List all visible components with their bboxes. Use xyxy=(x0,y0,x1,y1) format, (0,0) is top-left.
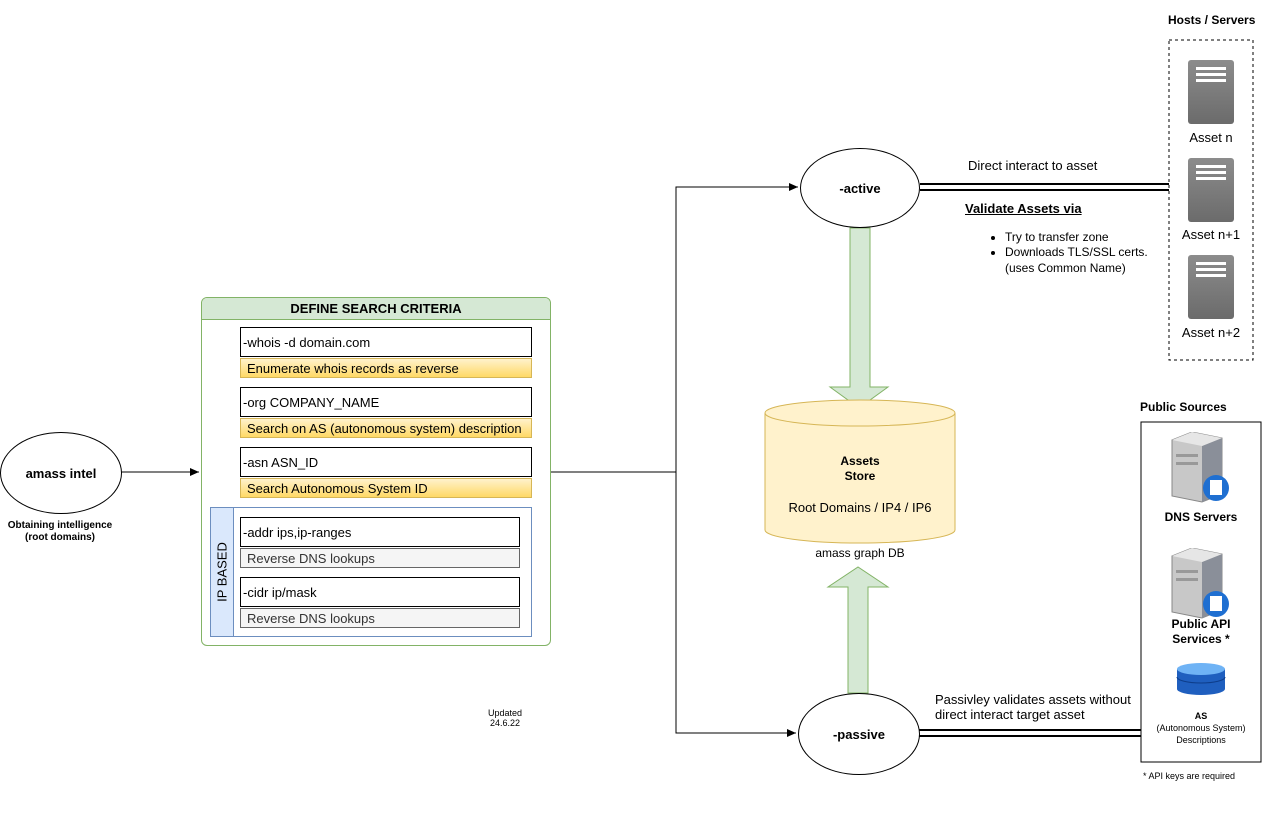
server-icon xyxy=(1188,60,1234,124)
as-description: (Autonomous System) Descriptions xyxy=(1156,723,1246,745)
validate-assets-list: Try to transfer zone Downloads TLS/SSL c… xyxy=(975,230,1148,260)
validate-assets-title: Validate Assets via xyxy=(965,201,1082,216)
addr-description: Reverse DNS lookups xyxy=(240,548,520,568)
arrow-criteria-to-passive xyxy=(675,472,796,737)
active-node: -active xyxy=(800,148,920,228)
search-criteria-title: DEFINE SEARCH CRITERIA xyxy=(202,298,550,320)
cidr-command: -cidr ip/mask xyxy=(240,577,520,607)
asset-label: Asset n+2 xyxy=(1181,325,1241,340)
passive-sources-link xyxy=(918,729,1141,737)
passive-label: -passive xyxy=(832,726,886,742)
ip-based-label: IP BASED xyxy=(210,507,234,637)
green-arrow-up xyxy=(826,566,890,694)
active-label: -active xyxy=(839,180,881,196)
validate-item: Downloads TLS/SSL certs. xyxy=(1005,245,1148,260)
as-title: AS xyxy=(1194,711,1208,721)
asn-command: -asn ASN_ID xyxy=(240,447,532,477)
assets-store-title: Assets Store xyxy=(840,454,880,483)
cidr-description: Reverse DNS lookups xyxy=(240,608,520,628)
server-icon xyxy=(1188,255,1234,319)
green-arrow-down xyxy=(828,227,890,409)
updated-note: Updated 24.6.22 xyxy=(487,708,523,728)
assets-store-caption: amass graph DB xyxy=(815,546,905,560)
assets-store-cylinder xyxy=(764,399,956,544)
validate-note: (uses Common Name) xyxy=(1005,261,1126,275)
asset-label: Asset n xyxy=(1189,130,1233,145)
passive-link-label: Passivley validates assets without direc… xyxy=(935,692,1131,722)
public-sources-title: Public Sources xyxy=(1140,400,1227,414)
api-server-icon xyxy=(1171,548,1229,619)
asn-description: Search Autonomous System ID xyxy=(240,478,532,498)
asset-label: Asset n+1 xyxy=(1181,227,1241,242)
start-caption: Obtaining intelligence (root domains) xyxy=(7,520,113,543)
dns-servers-label: DNS Servers xyxy=(1164,510,1238,524)
validate-item: Try to transfer zone xyxy=(1005,230,1148,245)
whois-command: -whois -d domain.com xyxy=(240,327,532,357)
amass-intel-label: amass intel xyxy=(25,465,97,481)
database-icon xyxy=(1176,663,1226,695)
dns-server-icon xyxy=(1171,432,1229,503)
arrow-criteria-to-active xyxy=(551,183,798,473)
hosts-container xyxy=(1168,39,1254,361)
public-api-label: Public API Services * xyxy=(1171,617,1231,646)
api-keys-footnote: * API keys are required xyxy=(1143,771,1236,781)
passive-node: -passive xyxy=(798,693,920,775)
active-hosts-link xyxy=(920,183,1169,191)
org-command: -org COMPANY_NAME xyxy=(240,387,532,417)
addr-command: -addr ips,ip-ranges xyxy=(240,517,520,547)
public-sources-container xyxy=(1140,421,1262,763)
amass-intel-node: amass intel xyxy=(0,432,122,514)
hosts-title: Hosts / Servers xyxy=(1168,13,1256,27)
assets-store-subtitle: Root Domains / IP4 / IP6 xyxy=(788,500,932,515)
server-icon xyxy=(1188,158,1234,222)
whois-description: Enumerate whois records as reverse xyxy=(240,358,532,378)
active-link-label: Direct interact to asset xyxy=(968,158,1098,173)
org-description: Search on AS (autonomous system) descrip… xyxy=(240,418,532,438)
